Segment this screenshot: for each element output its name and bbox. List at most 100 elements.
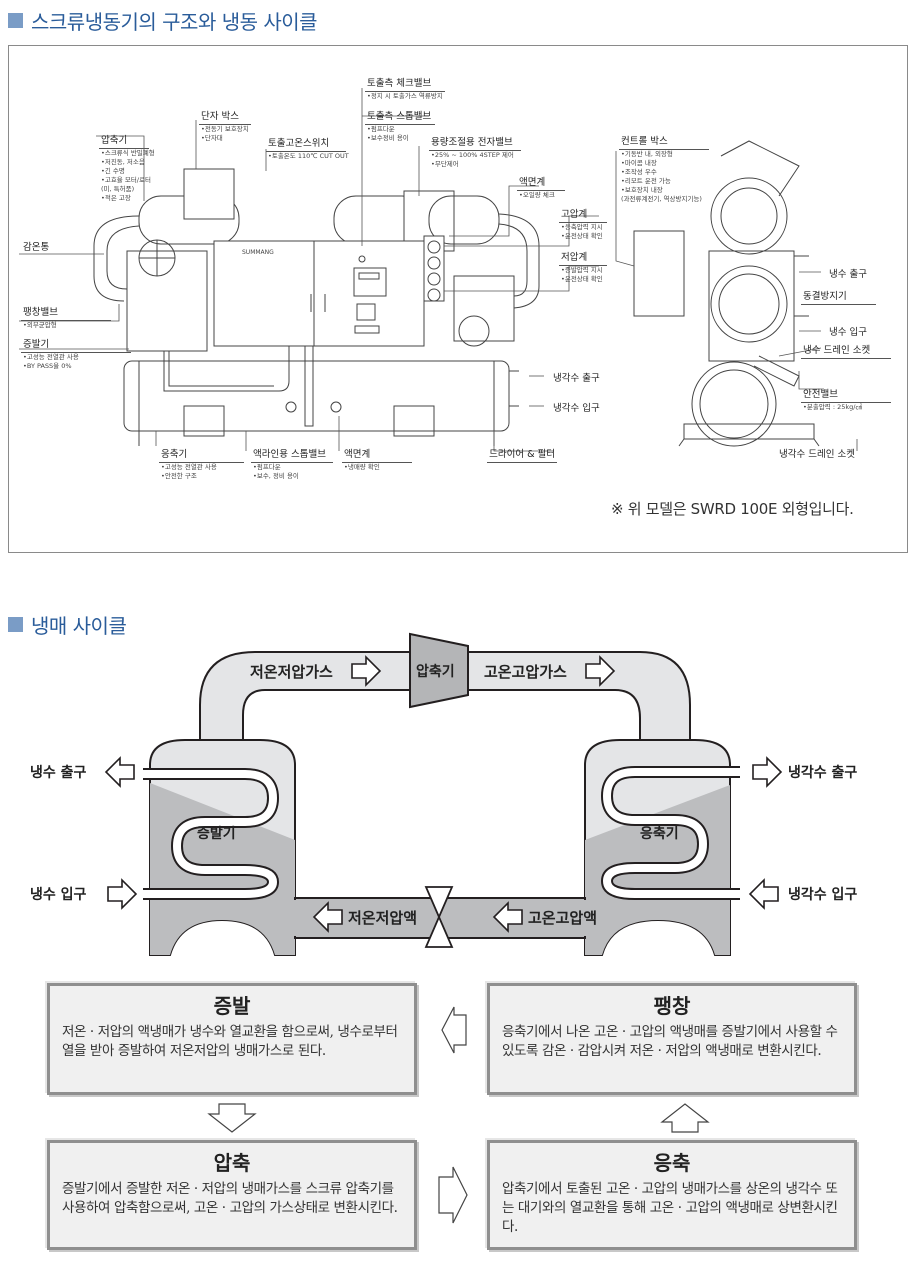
step-title: 압축 [213,1151,251,1175]
label-cooling-water-drain: 냉각수 드레인 소켓 [777,446,857,462]
chiller-structure-diagram: SUMMANG 압축기 •스크류식 반밀폐형 •저진동, 저소음 •긴 수명 •… [8,45,908,553]
compressor-far-right [428,195,500,245]
step-title: 팽창 [653,994,691,1018]
label-title: 액면계 [517,174,565,191]
label-refrigerant-sight-glass: 액면계 •냉매량 확인 [342,446,412,472]
label-bullet: •조작성 우수 [621,168,657,176]
label-bullet: •긴 수명 [101,167,125,175]
flange-right [458,315,490,347]
label-title: 냉각수 입구 [553,403,600,414]
label-title: 증발기 [21,336,131,353]
label-discharge-stop-valve: 토출측 스톱밸브 •펌프다운 •보수정비 용이 [365,108,435,143]
arrow-left-icon [492,901,523,933]
nameplate [356,303,376,321]
compressor-side-top [710,177,788,255]
suction-pipe-right [498,213,540,309]
label-title: 감온통 [23,242,50,253]
label-bullet: •보수, 정비 용이 [253,472,299,480]
arrow-right-icon [351,655,382,687]
label-control-box: 컨트롤 박스 •기동반 내, 외장형 •마이콤 내장 •조작성 우수 •리모트 … [619,133,709,204]
step-body: 응축기에서 나온 고온 · 고압의 액냉매를 증발기에서 사용할 수 있도록 감… [502,1024,838,1059]
condenser-shell [123,360,510,432]
step-title: 응축 [653,1151,691,1175]
label-title: 액라인용 스톱밸브 [251,446,333,463]
label-bullet: •펌프다운 [367,125,395,133]
label-cooling-water-outlet: 냉각수 출구 [551,370,602,386]
label-bullet: •분출압력 : 25kg/㎠ [803,403,862,411]
step-box-evaporation: 증발 저온 · 저압의 액냉매가 냉수와 열교환을 함으로써, 냉수로부터 열을… [47,983,417,1095]
step-box-expansion: 팽창 응축기에서 나온 고온 · 고압의 액냉매를 증발기에서 사용할 수 있도… [487,983,857,1095]
section-bullet-icon [8,13,23,28]
label-cooling-water-inlet: 냉각수 입구 [551,400,602,416]
label-bullet: (과전류계전기, 역상방지기능) [621,195,702,203]
label-capacity-solenoid: 용량조절용 전자밸브 •25% ~ 100% 4STEP 제어 •무단제어 [429,134,521,169]
label-freeze-protection: 동결방지기 [801,288,876,305]
label-title: 토출측 스톱밸브 [365,108,435,125]
label-low-liquid: 저온저압액 [348,909,417,927]
label-bullet: •기동반 내, 외장형 [621,150,673,158]
label-title: 컨트롤 박스 [619,133,709,150]
label-terminal-box: 단자 박스 •전동기 보호장치 •단자대 [199,108,251,143]
label-bullet: •스크류식 반밀폐형 [101,149,155,157]
label-compressor: 압축기 [416,664,455,680]
chiller-drawing: SUMMANG [19,88,858,452]
label-title: 토출측 체크밸브 [365,75,445,92]
section-title-refrigerant-cycle: 냉매 사이클 [8,610,127,639]
label-evaporator: 증발기 •고성능 전열관 사용 •BY PASS율 0% [21,336,131,371]
label-bullet: •외부균압형 [23,321,57,329]
arrow-up-icon [660,1103,710,1133]
arrow-left-icon [312,901,343,933]
label-condenser: 응축기 [640,826,679,842]
label-bullet: •단자대 [201,134,223,142]
label-title: 토출고온스위치 [266,135,346,152]
section-title-structure: 스크류냉동기의 구조와 냉동 사이클 [8,6,318,35]
label-title: 용량조절용 전자밸브 [429,134,521,151]
step-body: 저온 · 저압의 액냉매가 냉수와 열교환을 함으로써, 냉수로부터 열을 받아… [62,1024,398,1059]
label-low-pressure-gauge: 저압계 •증발압력 지시 •운전상태 확인 [559,249,607,284]
label-bullet: •BY PASS율 0% [23,362,72,370]
arrow-right-icon [438,1166,468,1224]
suction-pipe-left-inner [106,225,140,290]
label-bullet: •보호장치 내장 [621,186,663,194]
label-bullet: •마이콤 내장 [621,159,657,167]
label-discharge-check-valve: 토출측 체크밸브 •정지 시 토출가스 역류방지 [365,75,445,101]
label-high-pressure-gauge: 고압계 •응축압력 지시 •운전상태 확인 [559,206,607,241]
label-bullet: •보수정비 용이 [367,134,409,142]
label-title: 고압계 [559,206,607,223]
label-bullet: •응축압력 지시 [561,223,603,231]
label-title: 단자 박스 [199,108,251,125]
label-dryer-filter: 드라이어 & 필터 [487,446,557,463]
label-low-gas: 저온저압가스 [250,663,333,681]
gas-pipe-outline [199,651,691,741]
label-bullet: •고효율 모터/로터 [101,176,151,184]
expansion-valve-icon [424,886,454,948]
arrow-down-icon [207,1103,257,1133]
arrow-left-icon [441,1006,467,1054]
step-title: 증발 [213,994,251,1018]
model-note: ※ 위 모델은 SWRD 100E 외형입니다. [611,500,854,518]
condenser-head [691,361,777,447]
sight-glass [304,345,314,427]
label-discharge-temp-switch: 토출고온스위치 •토출온도 110℃ CUT OUT [266,135,349,161]
label-high-gas: 고온고압가스 [484,663,567,681]
label-bullet: •저진동, 저소음 [101,158,145,166]
label-bullet: •고성능 전열관 사용 [23,353,79,361]
label-title: 냉수 드레인 소켓 [801,342,891,359]
section-bullet-icon [8,617,23,632]
label-bullet: •증발압력 지시 [561,266,603,274]
label-title: 저압계 [559,249,607,266]
label-bullet: •25% ~ 100% 4STEP 제어 [431,151,514,159]
step-body: 압축기에서 토출된 고온 · 고압의 냉매가스를 상온의 냉각수 또는 대기와의… [502,1181,838,1235]
arrow-right-icon [585,655,616,687]
step-box-condensation: 응축 압축기에서 토출된 고온 · 고압의 냉매가스를 상온의 냉각수 또는 대… [487,1140,857,1250]
label-thermo-bulb: 감온통 [21,239,51,255]
label-bullet: •고성능 전열관 사용 [161,463,217,471]
label-cooling-water-outlet: 냉각수 출구 [788,764,857,781]
label-expansion-valve: 팽창밸브 •외부균압형 [21,304,111,330]
evaporator-head [710,265,788,343]
label-bullet: •운전상태 확인 [561,275,603,283]
chilled-water-inlet-arrow-icon [107,878,138,910]
brand-plate: SUMMANG [242,249,274,256]
label-title: 압축기 [99,132,149,149]
label-bullet: •토출온도 110℃ CUT OUT [268,152,349,160]
